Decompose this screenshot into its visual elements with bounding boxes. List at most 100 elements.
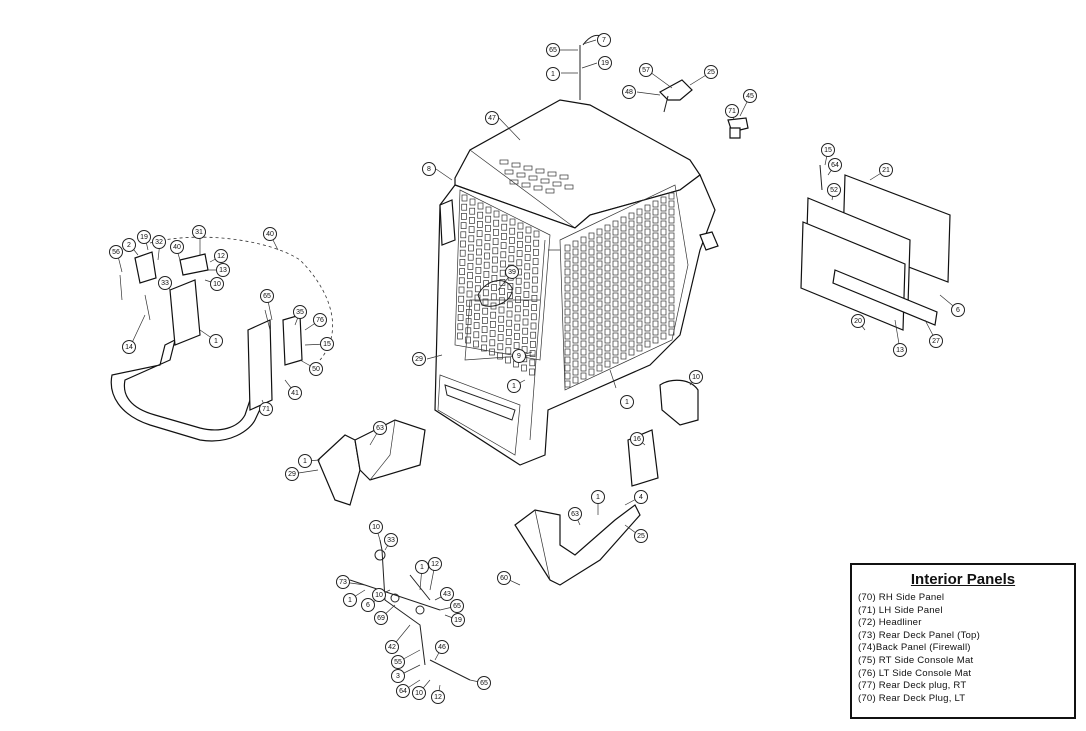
- part-callout: 21: [879, 163, 893, 177]
- part-callout: 1: [343, 593, 357, 607]
- svg-text:47: 47: [488, 115, 496, 122]
- svg-text:25: 25: [637, 533, 645, 540]
- svg-text:15: 15: [824, 147, 832, 154]
- svg-text:46: 46: [438, 644, 446, 651]
- part-callout: 69: [374, 611, 388, 625]
- part-callout: 19: [451, 613, 465, 627]
- svg-text:40: 40: [266, 231, 274, 238]
- part-callout: 12: [428, 557, 442, 571]
- part-callout: 3: [391, 669, 405, 683]
- svg-text:1: 1: [625, 399, 629, 406]
- part-callout: 1: [591, 490, 605, 504]
- part-callout: 10: [689, 370, 703, 384]
- svg-text:1: 1: [214, 338, 218, 345]
- svg-text:32: 32: [155, 239, 163, 246]
- svg-text:14: 14: [125, 344, 133, 351]
- svg-text:13: 13: [219, 267, 227, 274]
- part-callout: 15: [320, 337, 334, 351]
- part-callout: 32: [152, 235, 166, 249]
- part-callout: 1: [298, 454, 312, 468]
- svg-text:19: 19: [454, 617, 462, 624]
- svg-text:29: 29: [288, 471, 296, 478]
- part-callout: 65: [450, 599, 464, 613]
- part-callout: 8: [422, 162, 436, 176]
- svg-text:64: 64: [831, 162, 839, 169]
- part-callout: 25: [634, 529, 648, 543]
- legend-item: (72) Headliner: [858, 617, 922, 629]
- part-callout: 2: [122, 238, 136, 252]
- svg-text:21: 21: [882, 167, 890, 174]
- svg-text:10: 10: [213, 281, 221, 288]
- svg-text:64: 64: [399, 688, 407, 695]
- part-callout: 6: [361, 598, 375, 612]
- part-callout: 29: [285, 467, 299, 481]
- svg-text:73: 73: [339, 579, 347, 586]
- svg-text:15: 15: [323, 341, 331, 348]
- part-callout: 25: [704, 65, 718, 79]
- svg-text:2: 2: [127, 242, 131, 249]
- top-hardware: [579, 34, 749, 139]
- part-callout: 10: [412, 686, 426, 700]
- part-callout: 48: [622, 85, 636, 99]
- legend-item: (73) Rear Deck Panel (Top): [858, 629, 980, 641]
- svg-text:13: 13: [896, 347, 904, 354]
- svg-text:10: 10: [372, 524, 380, 531]
- svg-text:35: 35: [296, 309, 304, 316]
- legend-item: (71) LH Side Panel: [858, 604, 943, 616]
- legend-item: (70) Rear Deck Plug, LT: [858, 692, 966, 704]
- part-callout: 57: [639, 63, 653, 77]
- interior-panels-legend: Interior Panels (70) RH Side Panel (71) …: [850, 563, 1076, 719]
- svg-text:12: 12: [217, 253, 225, 260]
- linkage-assembly: [349, 539, 471, 681]
- part-callout: 55: [391, 655, 405, 669]
- svg-text:65: 65: [480, 680, 488, 687]
- part-callout: 15: [821, 143, 835, 157]
- part-callout: 12: [214, 249, 228, 263]
- svg-text:10: 10: [692, 374, 700, 381]
- part-callout: 60: [497, 571, 511, 585]
- svg-text:27: 27: [932, 338, 940, 345]
- svg-text:31: 31: [195, 229, 203, 236]
- part-callout: 1: [546, 67, 560, 81]
- svg-text:7: 7: [602, 37, 606, 44]
- legend-title: Interior Panels: [910, 571, 1016, 588]
- svg-text:25: 25: [707, 69, 715, 76]
- svg-text:65: 65: [549, 47, 557, 54]
- svg-text:45: 45: [746, 93, 754, 100]
- part-callout: 10: [369, 520, 383, 534]
- armrest-assembly: [317, 419, 426, 506]
- svg-text:6: 6: [366, 602, 370, 609]
- part-callout: 29: [412, 352, 426, 366]
- part-callout: 13: [216, 263, 230, 277]
- svg-text:63: 63: [571, 511, 579, 518]
- part-callout: 56: [109, 245, 123, 259]
- svg-text:42: 42: [388, 644, 396, 651]
- svg-text:71: 71: [262, 406, 270, 413]
- part-callout: 12: [431, 690, 445, 704]
- part-callout: 65: [477, 676, 491, 690]
- svg-text:1: 1: [551, 71, 555, 78]
- svg-text:33: 33: [387, 537, 395, 544]
- part-callout: 19: [137, 230, 151, 244]
- part-callout: 63: [373, 421, 387, 435]
- svg-text:6: 6: [956, 307, 960, 314]
- part-callout: 13: [893, 343, 907, 357]
- svg-text:65: 65: [263, 293, 271, 300]
- legend-item: (74)Back Panel (Firewall): [858, 642, 971, 654]
- svg-text:20: 20: [854, 318, 862, 325]
- part-callout: 64: [828, 158, 842, 172]
- svg-text:12: 12: [434, 694, 442, 701]
- svg-text:10: 10: [375, 592, 383, 599]
- legend-item: (77) Rear Deck plug, RT: [858, 680, 967, 692]
- svg-text:63: 63: [376, 425, 384, 432]
- part-callout: 10: [372, 588, 386, 602]
- svg-text:1: 1: [512, 383, 516, 390]
- svg-text:1: 1: [596, 494, 600, 501]
- svg-text:41: 41: [291, 390, 299, 397]
- interior-panels-group: [800, 164, 951, 331]
- svg-text:10: 10: [415, 690, 423, 697]
- svg-text:39: 39: [508, 269, 516, 276]
- svg-text:12: 12: [431, 561, 439, 568]
- part-callout: 65: [546, 43, 560, 57]
